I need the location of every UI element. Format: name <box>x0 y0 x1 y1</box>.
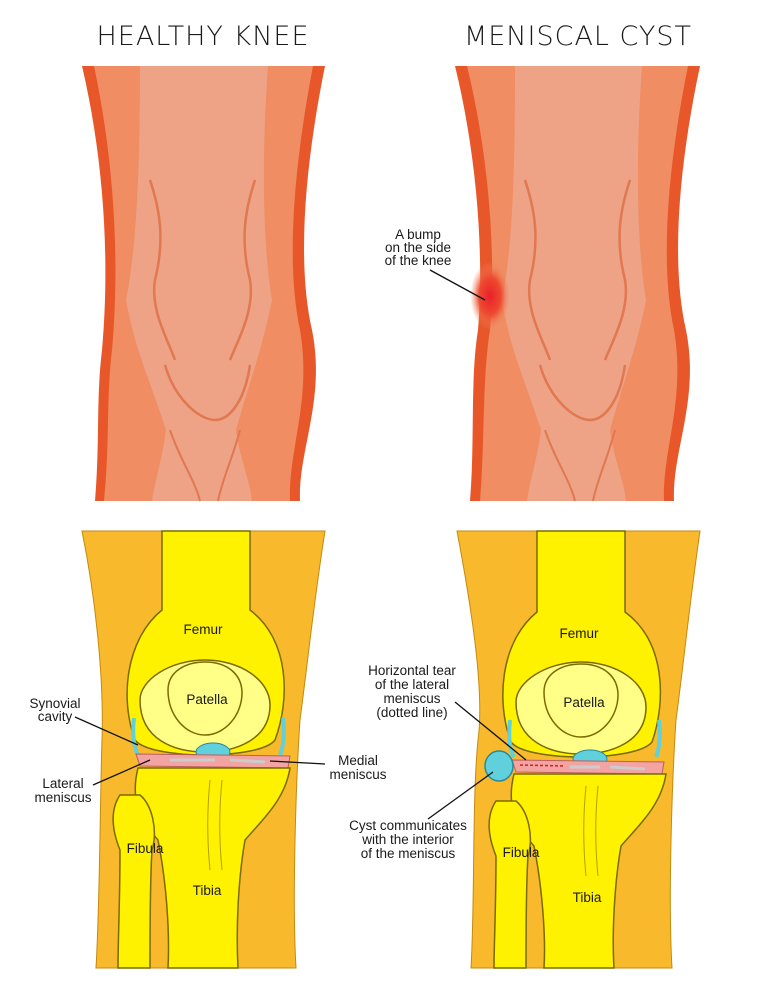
bump-label-line3: of the knee <box>385 253 452 268</box>
synovial-leader <box>74 716 139 746</box>
cyst-femur-label: Femur <box>559 626 599 641</box>
lateral-meniscus-leader <box>92 759 151 786</box>
tear-dotted-line <box>519 764 566 767</box>
tear-label-line3: meniscus <box>383 691 440 706</box>
bump-label-line1: A bump <box>395 227 441 242</box>
synovial-label-line2: cavity <box>38 709 73 724</box>
medial-meniscus-label-line1: Medial <box>338 753 378 768</box>
healthy-tibia-label: Tibia <box>193 883 222 898</box>
healthy-patella-label: Patella <box>186 692 228 707</box>
lateral-meniscus-label-line1: Lateral <box>42 776 83 791</box>
bump-highlight <box>470 262 510 330</box>
bump-label-line2: on the side <box>385 240 451 255</box>
cyst-knee-exterior <box>455 66 700 502</box>
medial-meniscus-label-line2: meniscus <box>329 767 386 782</box>
cyst-knee-anatomy <box>456 530 701 969</box>
cyst <box>484 750 514 782</box>
healthy-knee-anatomy <box>81 530 326 969</box>
tear-label-line4: (dotted line) <box>376 705 447 720</box>
tear-label-line1: Horizontal tear <box>368 663 456 678</box>
healthy-knee-title: HEALTHY KNEE <box>96 21 309 52</box>
tear-label-line2: of the lateral <box>375 677 449 692</box>
cyst-label-line1: Cyst communicates <box>349 818 467 833</box>
meniscal-cyst-title: MENISCAL CYST <box>464 21 692 52</box>
healthy-knee-exterior <box>82 66 325 502</box>
cyst-leader <box>427 771 494 820</box>
bump-leader <box>429 269 486 301</box>
medial-meniscus-leader <box>269 760 326 765</box>
healthy-fibula-label: Fibula <box>127 841 164 856</box>
lateral-meniscus-label-line2: meniscus <box>34 790 91 805</box>
cyst-tibia-label: Tibia <box>573 890 602 905</box>
tear-leader <box>454 701 527 761</box>
cyst-label-line3: of the meniscus <box>361 846 456 861</box>
cyst-fibula-label: Fibula <box>503 845 540 860</box>
cyst-label-line2: with the interior <box>361 832 454 847</box>
cyst-patella-label: Patella <box>563 695 605 710</box>
synovial-label-line1: Synovial <box>29 696 80 711</box>
healthy-femur-label: Femur <box>183 622 223 637</box>
